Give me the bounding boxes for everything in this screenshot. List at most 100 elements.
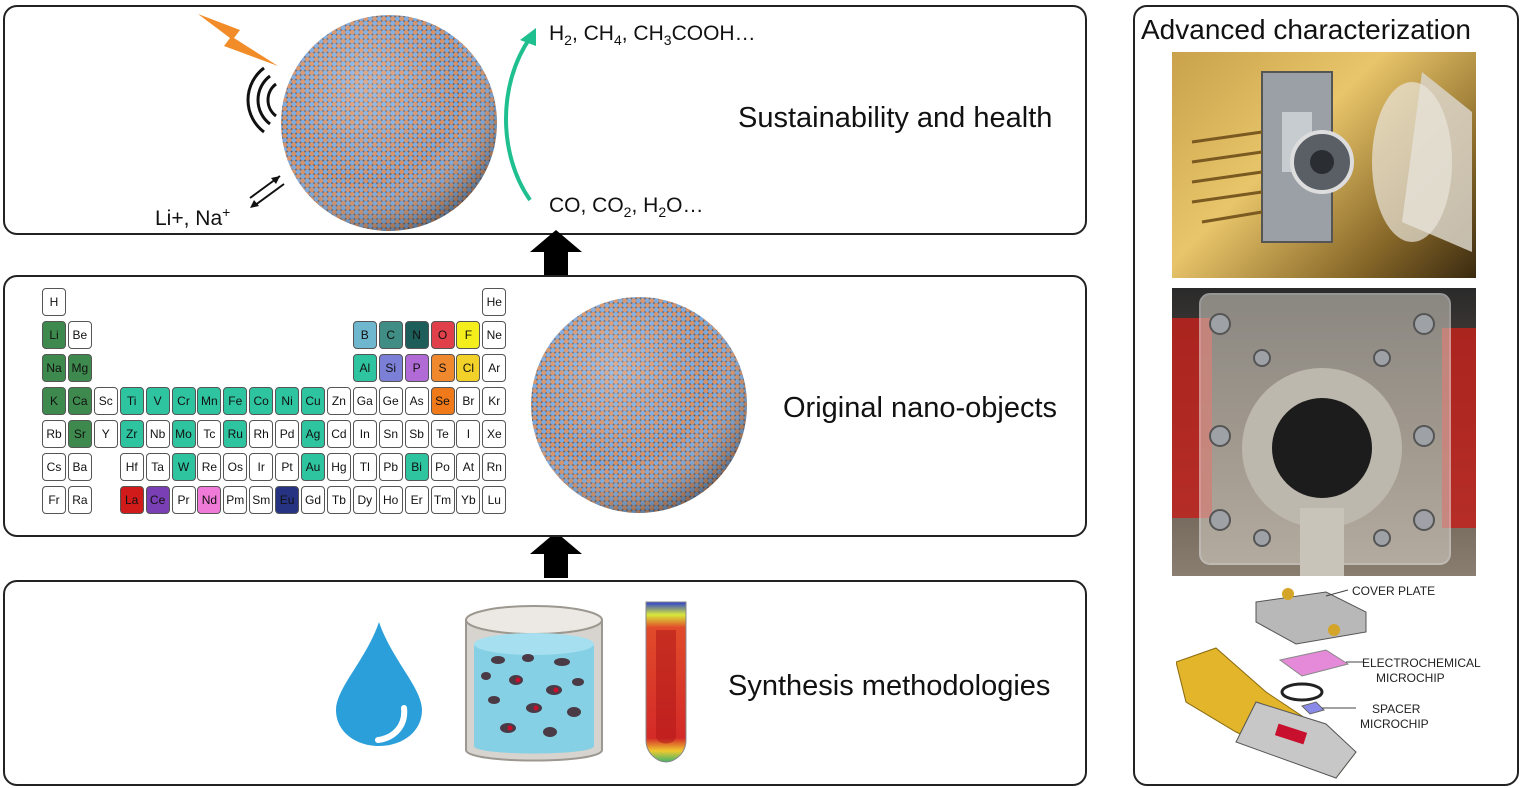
electrochemical-callout-line-1: ELECTROCHEMICAL: [1362, 656, 1481, 670]
element-n: N: [404, 321, 429, 349]
sustainability-label: Sustainability and health: [738, 102, 1053, 134]
element-p: P: [404, 354, 429, 382]
element-bi: Bi: [404, 453, 429, 481]
element-mn: Mn: [197, 387, 222, 415]
element-pr: Pr: [171, 486, 196, 514]
element-br: Br: [456, 387, 481, 415]
element-sr: Sr: [67, 420, 92, 448]
element-co: Co: [249, 387, 274, 415]
element-at: At: [456, 453, 481, 481]
spacer-callout-line-2: MICROCHIP: [1360, 717, 1429, 731]
products-sub-1: 2: [564, 32, 572, 49]
ion-label: Li+, Na+: [155, 204, 230, 231]
element-pb: Pb: [378, 453, 403, 481]
element-s: S: [430, 354, 455, 382]
element-re: Re: [197, 453, 222, 481]
element-he: He: [482, 288, 507, 316]
reactants-text-3: O…: [666, 194, 704, 217]
characterization-title: Advanced characterization: [1141, 14, 1471, 45]
element-lu: Lu: [482, 486, 507, 514]
conversion-arrow: [504, 28, 536, 202]
element-o: O: [430, 321, 455, 349]
element-cu: Cu: [301, 387, 325, 415]
products-text-3: , CH: [621, 22, 664, 45]
element-nb: Nb: [145, 420, 170, 448]
element-ti: Ti: [119, 387, 144, 415]
synthesis-label: Synthesis methodologies: [728, 670, 1051, 702]
element-ne: Ne: [482, 321, 507, 349]
products-sub-2: 4: [613, 32, 622, 49]
element-na: Na: [42, 354, 66, 382]
reactants-text-1: CO, CO: [549, 194, 624, 217]
element-cr: Cr: [171, 387, 196, 415]
element-ar: Ar: [482, 354, 507, 382]
element-os: Os: [223, 453, 248, 481]
element-w: W: [171, 453, 196, 481]
element-pd: Pd: [275, 420, 300, 448]
element-ag: Ag: [301, 420, 325, 448]
element-dy: Dy: [352, 486, 377, 514]
reactants-sub-1: 2: [623, 204, 632, 221]
electrochemical-microchip-callout: ELECTROCHEMICAL MICROCHIP: [1362, 656, 1481, 686]
element-hf: Hf: [119, 453, 144, 481]
element-eu: Eu: [275, 486, 300, 514]
element-h: H: [42, 288, 66, 316]
microchip-holder-diagram: [1176, 588, 1367, 779]
element-li: Li: [42, 321, 66, 349]
element-tm: Tm: [430, 486, 455, 514]
reactants-text-2: , H: [631, 194, 659, 217]
element-sn: Sn: [378, 420, 403, 448]
electrochemical-cell-photo: [1172, 288, 1476, 576]
products-text-2: , CH: [571, 22, 614, 45]
element-ni: Ni: [275, 387, 300, 415]
up-arrow-1: [530, 230, 582, 276]
element-au: Au: [301, 453, 325, 481]
element-sm: Sm: [249, 486, 274, 514]
element-sb: Sb: [404, 420, 429, 448]
element-tl: Tl: [352, 453, 377, 481]
element-yb: Yb: [456, 486, 481, 514]
element-tb: Tb: [326, 486, 351, 514]
element-mo: Mo: [171, 420, 196, 448]
element-se: Se: [430, 387, 455, 415]
element-hg: Hg: [326, 453, 351, 481]
element-si: Si: [378, 354, 403, 382]
element-ca: Ca: [67, 387, 92, 415]
element-ba: Ba: [67, 453, 92, 481]
reactor-vessel-icon: [465, 605, 603, 762]
sustainability-panel: [3, 5, 1087, 235]
reactants-formula: CO, CO2, H2O…: [549, 194, 703, 220]
element-in: In: [352, 420, 377, 448]
element-tc: Tc: [197, 420, 222, 448]
cover-plate-callout: COVER PLATE: [1352, 584, 1436, 598]
element-xe: Xe: [482, 420, 507, 448]
element-v: V: [145, 387, 170, 415]
lightning-icon: [198, 14, 278, 66]
nano-objects-label: Original nano-objects: [783, 392, 1058, 424]
element-rb: Rb: [42, 420, 66, 448]
element-b: B: [352, 321, 377, 349]
electrochemical-callout-line-2: MICROCHIP: [1376, 671, 1445, 685]
element-sc: Sc: [93, 387, 118, 415]
element-f: F: [456, 321, 481, 349]
element-ru: Ru: [223, 420, 248, 448]
element-cd: Cd: [326, 420, 351, 448]
element-y: Y: [93, 420, 118, 448]
element-ce: Ce: [145, 486, 170, 514]
products-text-1: H: [549, 22, 565, 45]
products-text-4: COOH…: [671, 22, 756, 45]
element-i: I: [456, 420, 481, 448]
products-sub-3: 3: [663, 32, 672, 49]
element-rn: Rn: [482, 453, 507, 481]
element-fr: Fr: [42, 486, 66, 514]
spacer-microchip-callout: SPACER MICROCHIP: [1360, 702, 1429, 732]
element-ra: Ra: [67, 486, 92, 514]
reactants-sub-2: 2: [658, 204, 667, 221]
element-k: K: [42, 387, 66, 415]
element-mg: Mg: [67, 354, 92, 382]
element-po: Po: [430, 453, 455, 481]
element-rh: Rh: [249, 420, 274, 448]
element-kr: Kr: [482, 387, 507, 415]
element-ir: Ir: [249, 453, 274, 481]
up-arrow-2: [530, 532, 582, 578]
